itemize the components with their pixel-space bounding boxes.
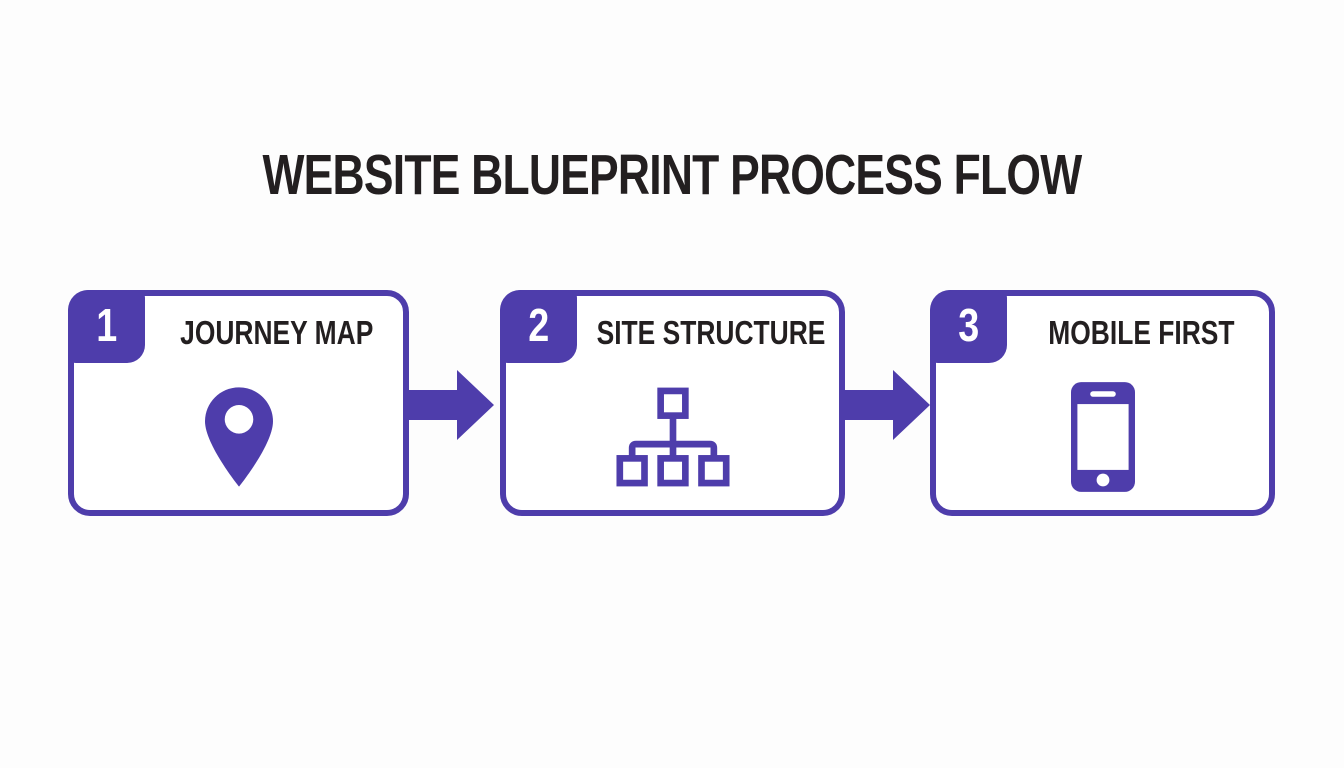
page-title: WEBSITE BLUEPRINT PROCESS FLOW: [262, 143, 1083, 207]
step-label-container: JOURNEY MAP: [151, 296, 403, 369]
smartphone-icon: [1070, 382, 1135, 497]
step-number: 3: [958, 298, 979, 351]
step-card-mobile-first: 3 MOBILE FIRST: [930, 290, 1275, 516]
step-icon-container: [506, 369, 839, 510]
arrow-right-icon: [843, 367, 930, 448]
step-label: JOURNEY MAP: [180, 313, 374, 351]
step-number-badge: 1: [68, 290, 145, 363]
step-number-badge: 3: [930, 290, 1007, 363]
step-number: 2: [528, 298, 549, 351]
step-label-container: SITE STRUCTURE: [583, 296, 839, 369]
step-number: 1: [96, 298, 117, 351]
step-label: SITE STRUCTURE: [596, 313, 826, 351]
step-label: MOBILE FIRST: [1047, 313, 1235, 351]
title-container: WEBSITE BLUEPRINT PROCESS FLOW: [0, 142, 1344, 208]
step-card-journey-map: 1 JOURNEY MAP: [68, 290, 409, 516]
step-number-badge: 2: [500, 290, 577, 363]
location-pin-icon: [204, 387, 273, 492]
step-label-container: MOBILE FIRST: [1013, 296, 1269, 369]
arrow-right-icon: [407, 367, 494, 448]
step-icon-container: [936, 369, 1269, 510]
sitemap-icon: [615, 387, 730, 492]
step-card-site-structure: 2 SITE STRUCTURE: [500, 290, 845, 516]
step-icon-container: [74, 369, 403, 510]
